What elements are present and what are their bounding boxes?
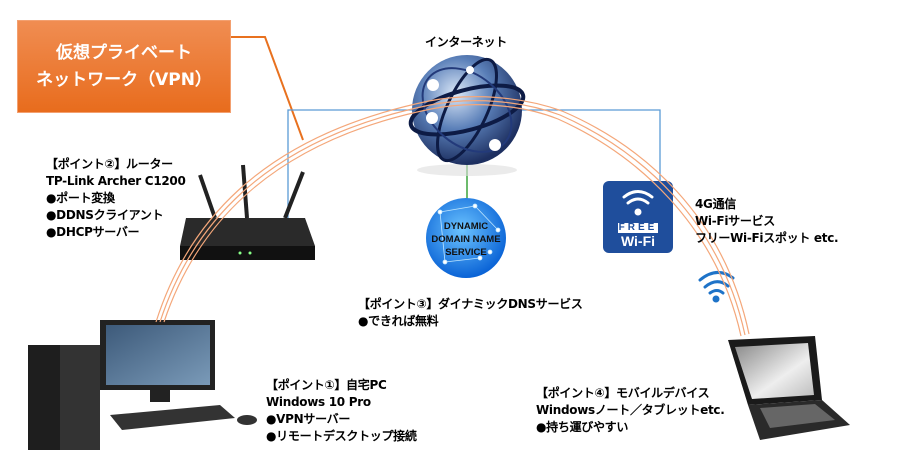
mobile-description: 【ポイント④】モバイルデバイス Windowsノート／タブレットetc. ●持ち… [536,385,725,436]
wireless-signal-icon [698,271,735,303]
mobile-device: Windowsノート／タブレットetc. [536,403,725,417]
internet-label: インターネット [425,35,507,49]
vpn-tunnel [155,96,750,337]
dns-globe-line: DYNAMIC [443,221,489,232]
dns-globe-line: SERVICE [445,247,487,258]
dns-title: 【ポイント③】ダイナミックDNSサービス [358,297,583,311]
router-item: ●DDNSクライアント [46,208,164,222]
internet-globe-icon [408,55,526,176]
router-icon [180,164,315,260]
router-title: 【ポイント②】ルーター [46,157,173,171]
pc-os: Windows 10 Pro [266,395,371,409]
dns-item: ●できれば無料 [358,314,439,328]
vpn-label-box: 仮想プライベート ネットワーク（VPN） [17,20,231,113]
dns-globe-line: DOMAIN NAME [431,234,501,245]
pc-title: 【ポイント①】自宅PC [266,378,387,392]
physical-links [287,109,661,222]
desktop-pc-icon [28,320,257,450]
dns-globe-text: DYNAMIC DOMAIN NAME SERVICE [420,220,512,259]
mobile-title: 【ポイント④】モバイルデバイス [536,386,710,400]
pc-description: 【ポイント①】自宅PC Windows 10 Pro ●VPNサーバー ●リモー… [266,377,417,445]
wifi-line: Wi-Fiサービス [695,214,775,228]
router-item: ●ポート変換 [46,191,115,205]
router-model: TP-Link Archer C1200 [46,174,186,188]
free-wifi-sign-icon [603,181,673,253]
wifi-sign-free: FREE [618,222,658,233]
wifi-sign-wifi: Wi-Fi [620,233,656,249]
pc-item: ●リモートデスクトップ接続 [266,429,417,443]
vpn-line2: ネットワーク（VPN） [36,69,212,90]
router-description: 【ポイント②】ルーター TP-Link Archer C1200 ●ポート変換 … [46,156,186,241]
vpn-callout-line [231,36,304,141]
router-item: ●DHCPサーバー [46,225,140,239]
laptop-icon [728,336,850,440]
pc-item: ●VPNサーバー [266,412,351,426]
wifi-line: 4G通信 [695,197,736,211]
wifi-description: 4G通信 Wi-Fiサービス フリーWi-Fiスポット etc. [695,196,839,247]
dns-description: 【ポイント③】ダイナミックDNSサービス ●できれば無料 [358,296,583,330]
wifi-line: フリーWi-Fiスポット etc. [695,231,839,245]
dns-globe-icon [426,198,506,278]
mobile-item: ●持ち運びやすい [536,420,629,434]
vpn-line1: 仮想プライベート [56,42,192,63]
